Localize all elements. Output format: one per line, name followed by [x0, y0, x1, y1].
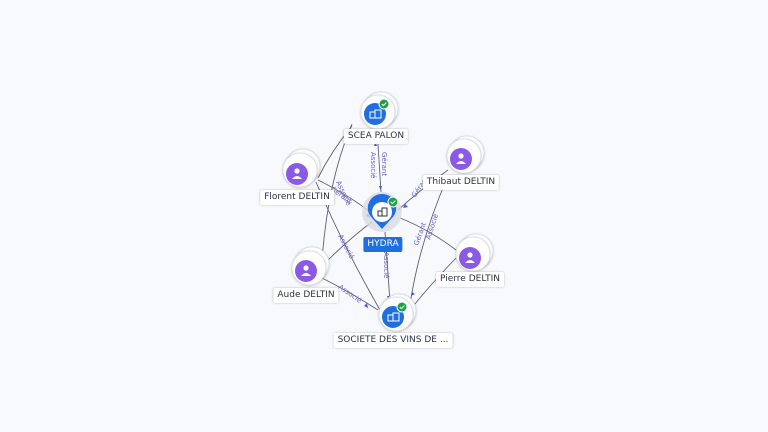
building-icon [387, 312, 400, 322]
node-aude-deltin[interactable] [291, 246, 330, 286]
label-scea-palon[interactable]: SCEA PALON [343, 129, 409, 144]
node-scea-palon[interactable] [360, 91, 399, 130]
person-icon [456, 153, 466, 164]
edge-label-aude-societe: Associé [337, 283, 363, 305]
person-icon [301, 265, 311, 276]
arrow-heads [364, 142, 415, 308]
label-pierre-deltin[interactable]: Pierre DELTIN [436, 272, 504, 287]
arrow-icon [403, 204, 408, 208]
arrow-icon [364, 303, 368, 308]
arrow-icon [374, 142, 377, 146]
verified-check-icon [378, 98, 390, 110]
edge-thibaut-hydra [397, 169, 449, 211]
building-icon [377, 207, 388, 217]
edge-label-hydra-societe: Associé [382, 252, 390, 278]
verified-check-icon [387, 196, 399, 208]
arrow-icon [379, 186, 382, 190]
edge-label-scea-hydra-2: Associé [369, 152, 377, 178]
edge-thibaut-societe [409, 175, 449, 305]
arrow-icon [411, 292, 415, 296]
edge-label-scea-hydra-1: Gérant [380, 152, 388, 176]
edge-pierre-hydra [399, 217, 457, 251]
edge-aude-societe [321, 277, 379, 311]
node-hydra[interactable] [362, 192, 402, 232]
person-icon [292, 168, 302, 179]
node-pierre-deltin[interactable] [455, 233, 494, 272]
label-societe-des-vins[interactable]: SOCIETE DES VINS DE ... [333, 333, 453, 348]
label-florent-deltin[interactable]: Florent DELTIN [260, 190, 334, 205]
building-icon [369, 109, 382, 119]
verified-check-icon [396, 301, 408, 313]
label-hydra[interactable]: HYDRA [363, 237, 403, 252]
label-aude-deltin[interactable]: Aude DELTIN [273, 288, 339, 303]
node-florent-deltin[interactable] [282, 148, 321, 188]
person-icon [465, 252, 475, 263]
node-societe-des-vins[interactable] [378, 293, 417, 332]
node-thibaut-deltin[interactable] [446, 135, 485, 174]
label-thibaut-deltin[interactable]: Thibaut DELTIN [422, 175, 500, 190]
